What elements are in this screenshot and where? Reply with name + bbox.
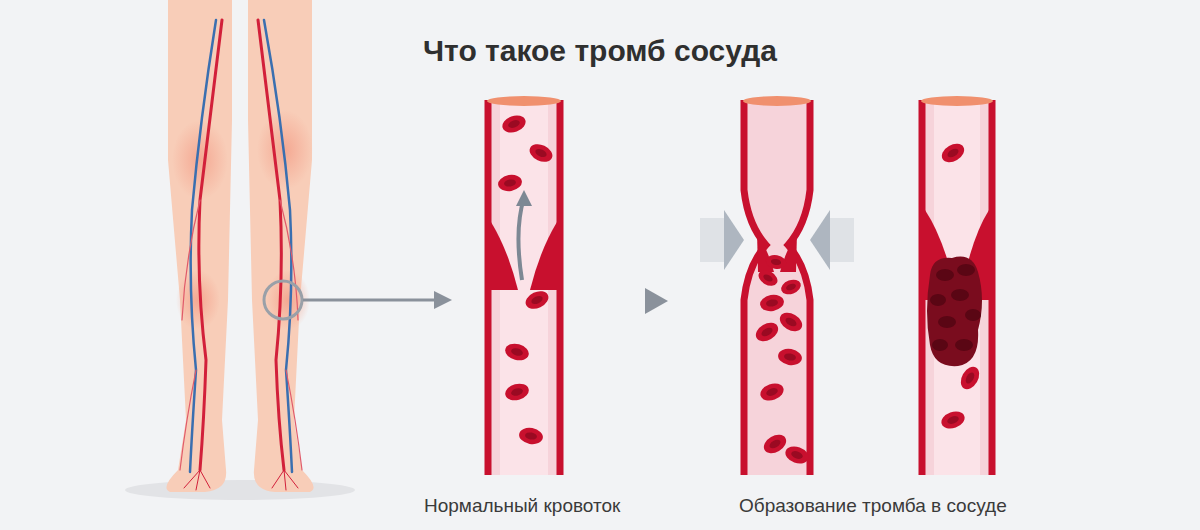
step-arrow [645,288,668,314]
zoom-pointer [264,281,452,319]
legs-figure [166,0,313,492]
clot-vessel [921,96,993,475]
diagram-title: Что такое тромб сосуда [423,34,777,68]
narrowing-vessel [700,96,854,475]
floor-shadow [125,480,355,500]
vessel-caption: Нормальный кровоток [424,495,620,517]
normal-vessel [487,96,561,475]
vessel-caption: Образование тромба в сосуде [739,495,1007,517]
